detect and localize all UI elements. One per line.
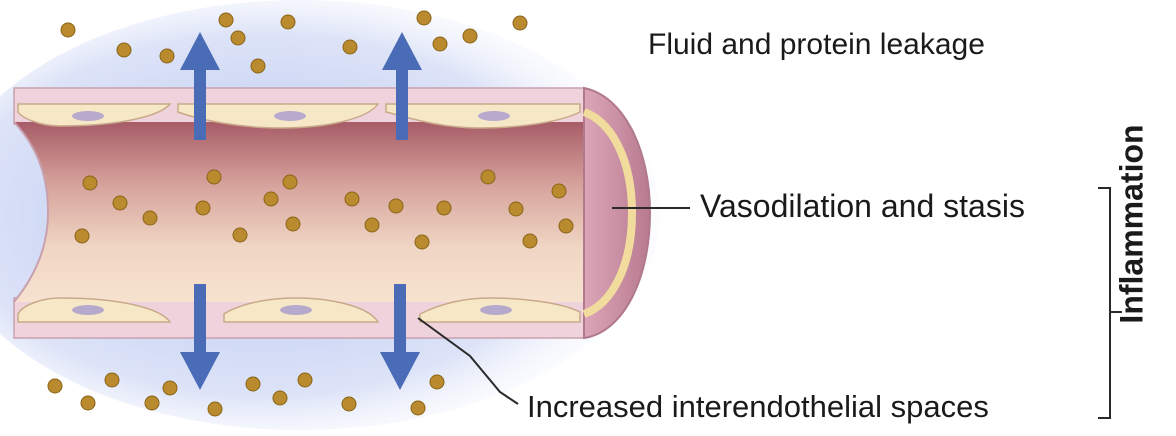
protein-dot [513,16,527,30]
endothelial-cells-bottom [18,298,580,322]
protein-dot [219,13,233,27]
protein-dot [437,201,451,215]
protein-dot [365,218,379,232]
protein-dot [264,192,278,206]
protein-dot [298,373,312,387]
protein-dot [117,43,131,57]
protein-dot [160,49,174,63]
protein-dot [342,397,356,411]
label-vasodilation: Vasodilation and stasis [700,188,1025,225]
protein-dot [411,401,425,415]
label-interendothelial-spaces: Increased interendothelial spaces [527,389,989,425]
protein-dot [113,196,127,210]
protein-dot [345,192,359,206]
protein-dot [208,402,222,416]
protein-dot [559,219,573,233]
protein-dot [552,184,566,198]
protein-dot [389,199,403,213]
protein-dot [231,31,245,45]
protein-dot [233,228,247,242]
protein-dot [207,170,221,184]
label-fluid-leakage: Fluid and protein leakage [648,28,985,62]
cell-nucleus [280,305,312,315]
protein-dot [343,40,357,54]
protein-dot [433,37,447,51]
protein-dot [163,381,177,395]
protein-dot [481,170,495,184]
label-inflammation: Inflammation [1114,124,1151,323]
protein-dot [196,201,210,215]
protein-dot [75,229,89,243]
protein-dot [463,29,477,43]
protein-dot [143,211,157,225]
protein-dot [286,217,300,231]
cell-nucleus [478,111,510,121]
protein-dot [145,396,159,410]
protein-dot [81,396,95,410]
protein-dot [283,175,297,189]
endothelial-cells-top [18,104,580,128]
protein-dot [83,176,97,190]
protein-dot [281,15,295,29]
cell-nucleus [274,111,306,121]
vessel-end-cap [584,88,650,338]
cell-nucleus [72,305,104,315]
protein-dot [430,375,444,389]
protein-dot [105,373,119,387]
protein-dot [48,379,62,393]
vessel-lumen [14,122,584,302]
cell-nucleus [480,305,512,315]
protein-dot [523,234,537,248]
protein-dot [251,59,265,73]
protein-dot [415,235,429,249]
protein-dot [246,377,260,391]
protein-dot [417,11,431,25]
cell-nucleus [72,111,104,121]
protein-dot [509,202,523,216]
protein-dot [61,23,75,37]
protein-dot [273,391,287,405]
